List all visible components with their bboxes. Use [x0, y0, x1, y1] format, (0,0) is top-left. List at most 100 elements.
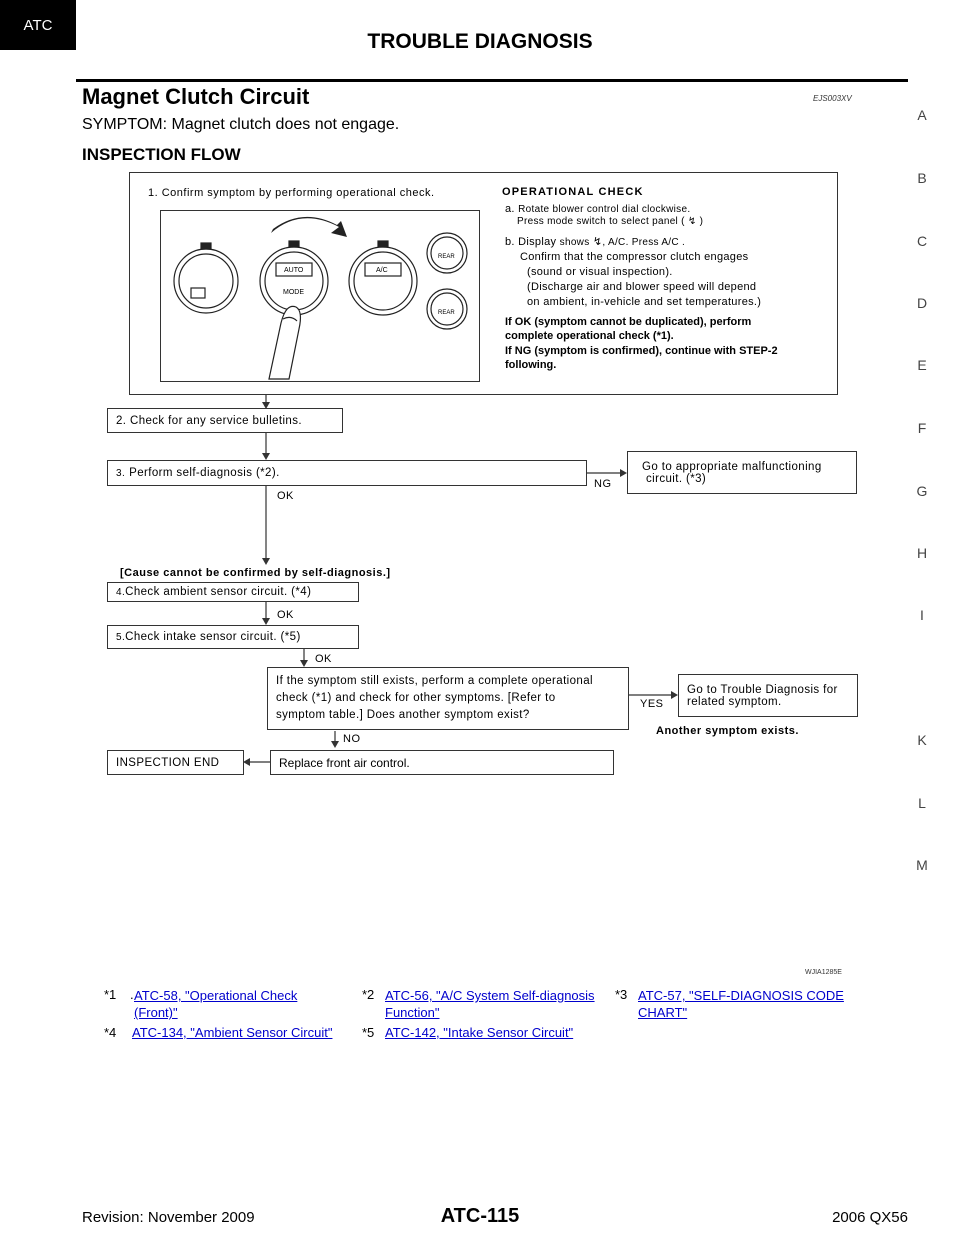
ref-key-5: *5: [362, 1025, 375, 1040]
ref-link-4[interactable]: ATC-134, "Ambient Sensor Circuit": [132, 1025, 333, 1040]
ref-link-1[interactable]: ATC-58, "Operational Check (Front)": [134, 987, 297, 1021]
step3-text: Perform self-diagnosis (*2).: [129, 467, 280, 479]
op-a-line1: Rotate blower control dial clockwise.: [518, 204, 691, 215]
ref-link-3[interactable]: ATC-57, "SELF-DIAGNOSIS CODE CHART": [638, 987, 844, 1021]
index-tab-atc-active[interactable]: ATC: [0, 0, 76, 50]
control-panel-drawing: [173, 216, 468, 380]
ref-link-2-line1[interactable]: ATC-56, "A/C System Self-diagnosis: [385, 988, 595, 1003]
step4-text: Check ambient sensor circuit. (*4): [125, 586, 312, 598]
step5-number: 5.: [116, 631, 126, 643]
step3-box: 3. Perform self-diagnosis (*2).: [107, 460, 587, 486]
panel-mode-icon-2: ↯: [592, 236, 603, 248]
index-letter-a[interactable]: A: [917, 107, 927, 123]
step4-ok-label: OK: [277, 609, 294, 621]
ref-prefix-1: .: [130, 987, 134, 1002]
section-code: EJS003XV: [813, 94, 852, 103]
index-letter-g[interactable]: G: [916, 483, 928, 499]
question-line3: symptom table.] Does another symptom exi…: [276, 709, 530, 721]
index-letter-f[interactable]: F: [917, 420, 927, 436]
ref-link-3-line1[interactable]: ATC-57, "SELF-DIAGNOSIS CODE: [638, 988, 844, 1003]
op-b-rest: , A/C. Press A/C .: [602, 237, 686, 248]
step1-text: 1. Confirm symptom by performing operati…: [148, 187, 435, 199]
figure-code: WJIA1285E: [805, 969, 842, 976]
yes-box-line2: related symptom.: [687, 695, 782, 708]
step5-text: Check intake sensor circuit. (*5): [125, 631, 301, 643]
step5-box: 5. Check intake sensor circuit. (*5): [107, 625, 359, 649]
op-b-row: b. Display shows ↯, A/C. Press A/C .: [505, 235, 685, 250]
ref-link-2-line2[interactable]: Function": [385, 1005, 440, 1020]
op-ok-line1: If OK (symptom cannot be duplicated), pe…: [505, 316, 752, 328]
step3-ng-label: NG: [594, 478, 612, 490]
step5-ok-label: OK: [315, 653, 332, 665]
op-confirm: Confirm that the compressor clutch engag…: [520, 251, 749, 263]
rear-label-lower: REAR: [438, 310, 455, 316]
op-b-shows: shows: [559, 237, 590, 248]
op-a-line2-end: ): [699, 216, 704, 227]
step1-box: [129, 172, 838, 395]
step3-ng-box: Go to appropriate malfunctioning circuit…: [627, 451, 857, 494]
yes-label: YES: [640, 698, 664, 710]
op-confirm3: (Discharge air and blower speed will dep…: [527, 281, 757, 293]
index-letter-m[interactable]: M: [916, 857, 928, 873]
ref-link-3-line2[interactable]: CHART": [638, 1005, 688, 1020]
header-rule: [76, 79, 908, 82]
question-line2: check (*1) and check for other symptoms.…: [276, 692, 556, 704]
index-letter-l[interactable]: L: [918, 795, 926, 811]
panel-mode-icon: ↯: [687, 216, 697, 227]
op-a-prefix: a.: [505, 203, 515, 215]
yes-box-line1: Go to Trouble Diagnosis for: [687, 683, 838, 696]
ref-link-1-line2[interactable]: (Front)": [134, 1005, 178, 1020]
cause-note: [Cause cannot be confirmed by self-diagn…: [120, 567, 391, 579]
ref-key-1: *1: [104, 987, 117, 1002]
op-b-prefix: b. Display: [505, 236, 557, 248]
index-letter-i[interactable]: I: [920, 607, 924, 623]
op-a-line2-row: Press mode switch to select panel ( ↯ ): [517, 215, 703, 229]
another-symptom-exists-note: Another symptom exists.: [656, 725, 799, 737]
auto-button-label: AUTO: [284, 267, 304, 274]
footer-page-number: ATC-115: [440, 1205, 520, 1227]
op-confirm4: on ambient, in-vehicle and set temperatu…: [527, 296, 762, 308]
footer-revision: Revision: November 2009: [82, 1209, 255, 1226]
op-confirm2: (sound or visual inspection).: [527, 266, 673, 278]
step4-number: 4.: [116, 586, 126, 598]
footer-model: 2006 QX56: [832, 1209, 908, 1226]
step2-box: 2. Check for any service bulletins.: [107, 408, 343, 433]
index-letter-e[interactable]: E: [917, 357, 927, 373]
index-letter-c[interactable]: C: [916, 233, 928, 249]
ref-link-2[interactable]: ATC-56, "A/C System Self-diagnosis Funct…: [385, 987, 595, 1021]
step3-ok-label: OK: [277, 490, 294, 502]
step3-ng-line1: Go to appropriate malfunctioning: [642, 460, 822, 473]
symptom-text: SYMPTOM: Magnet clutch does not engage.: [82, 116, 400, 133]
step4-box: 4. Check ambient sensor circuit. (*4): [107, 582, 359, 602]
yes-box: Go to Trouble Diagnosis for related symp…: [678, 674, 858, 717]
mode-button-label: MODE: [283, 289, 304, 296]
ref-link-1-line1[interactable]: ATC-58, "Operational Check: [134, 988, 298, 1003]
index-letter-h[interactable]: H: [916, 545, 928, 561]
op-ng-line1: If NG (symptom is confirmed), continue w…: [505, 345, 778, 357]
op-ok-line2: complete operational check (*1).: [505, 330, 674, 342]
inspection-end-box: INSPECTION END: [107, 750, 244, 775]
question-line1: If the symptom still exists, perform a c…: [276, 675, 593, 687]
ac-button-label: A/C: [376, 267, 388, 274]
op-ng-line2: following.: [505, 359, 557, 371]
ref-key-2: *2: [362, 987, 375, 1002]
operational-check-a: a. Rotate blower control dial clockwise.: [505, 202, 690, 217]
rear-label-upper: REAR: [438, 254, 455, 260]
replace-front-air-control-box: Replace front air control.: [270, 750, 614, 775]
control-panel-illustration: AUTO MODE A/C REAR REAR: [160, 210, 480, 382]
index-letter-k[interactable]: K: [917, 732, 927, 748]
ref-key-3: *3: [615, 987, 628, 1002]
ref-link-5[interactable]: ATC-142, "Intake Sensor Circuit": [385, 1025, 574, 1040]
operational-check-title: OPERATIONAL CHECK: [502, 186, 644, 198]
inspection-flow-title: INSPECTION FLOW: [82, 145, 241, 164]
section-title: Magnet Clutch Circuit: [82, 84, 310, 109]
another-symptom-question-box: If the symptom still exists, perform a c…: [267, 667, 629, 730]
step3-ng-line2: circuit. (*3): [646, 472, 707, 485]
index-letter-d[interactable]: D: [916, 295, 928, 311]
no-label: NO: [343, 733, 361, 745]
index-letter-b[interactable]: B: [917, 170, 927, 186]
op-a-line2: Press mode switch to select panel (: [517, 216, 685, 227]
page-header-title: TROUBLE DIAGNOSIS: [367, 30, 593, 53]
step3-number: 3.: [116, 467, 126, 479]
